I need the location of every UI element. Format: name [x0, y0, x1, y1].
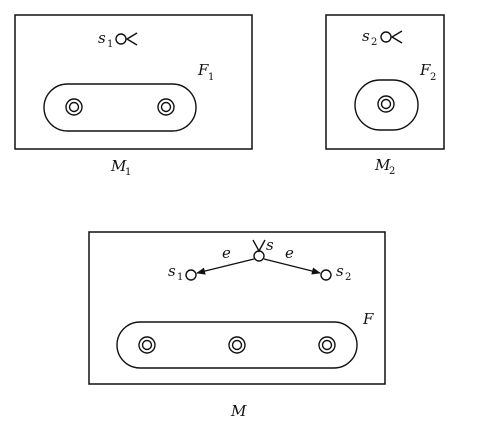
m-state-s2-letter: s [336, 262, 344, 280]
m-final-state-middle [228, 336, 246, 354]
m-state-s2-index: 2 [345, 272, 351, 283]
m1-initial-state-label: s [98, 29, 106, 47]
m1-final-state-left [65, 98, 83, 116]
m-name: M [230, 402, 247, 420]
machine-m2: s 2 F 2 M 2 [325, 14, 445, 177]
m2-region-letter: F [419, 61, 431, 79]
m-transition-right-label: e [285, 244, 294, 262]
machine-m1: s 1 F 1 M 1 [14, 14, 253, 178]
m2-final-region [354, 79, 419, 131]
m2-region-index: 2 [430, 72, 436, 83]
m1-region-index: 1 [208, 72, 214, 83]
m2-initial-state: s 2 [362, 27, 403, 48]
machine-m-frame [88, 231, 386, 385]
m-transition-right-arrow [263, 258, 321, 275]
m2-start-marker-icon [390, 30, 403, 44]
m2-name-index: 2 [389, 166, 395, 177]
m-start-state-circle [253, 250, 265, 262]
m-state-s2-circle [320, 269, 332, 281]
m-state-s1-index: 1 [177, 272, 183, 283]
m-state-s1-circle [185, 269, 197, 281]
m2-final-state [377, 95, 395, 113]
m-final-state-left [138, 336, 156, 354]
m-state-s1: s 1 [168, 262, 197, 283]
m1-name: M 1 [110, 157, 131, 178]
m-region-label: F [362, 310, 374, 328]
m2-name: M 2 [374, 156, 395, 177]
m-state-s2: s 2 [320, 262, 351, 283]
m-final-region [116, 321, 358, 369]
m1-initial-state-index: 1 [107, 39, 113, 50]
m-transition-right: e [263, 244, 321, 275]
m1-initial-state-circle [115, 33, 127, 45]
m2-initial-state-circle [380, 31, 392, 43]
m-start-state: s [252, 236, 274, 262]
m1-name-letter: M [110, 157, 127, 175]
m1-initial-state: s 1 [98, 29, 138, 50]
m-start-state-label: s [266, 236, 274, 254]
machine-m1-frame [14, 14, 253, 150]
m1-final-region [43, 83, 197, 132]
m1-region-label: F 1 [197, 61, 214, 83]
m2-initial-state-label: s [362, 27, 370, 45]
machine-m2-frame [325, 14, 445, 150]
m2-name-letter: M [374, 156, 391, 174]
m-final-state-right [318, 336, 336, 354]
machine-m: s e e s 1 s 2 F [88, 231, 386, 420]
m-start-marker-icon [252, 239, 266, 253]
m-transition-left: e [196, 244, 255, 275]
m1-final-state-right [157, 98, 175, 116]
m-transition-left-arrow [196, 258, 255, 275]
m-transition-left-label: e [222, 244, 231, 262]
m2-region-label: F 2 [419, 61, 436, 83]
m1-region-letter: F [197, 61, 209, 79]
m-state-s1-letter: s [168, 262, 176, 280]
m1-start-marker-icon [125, 32, 138, 46]
m2-initial-state-index: 2 [371, 37, 377, 48]
m1-name-index: 1 [125, 167, 131, 178]
